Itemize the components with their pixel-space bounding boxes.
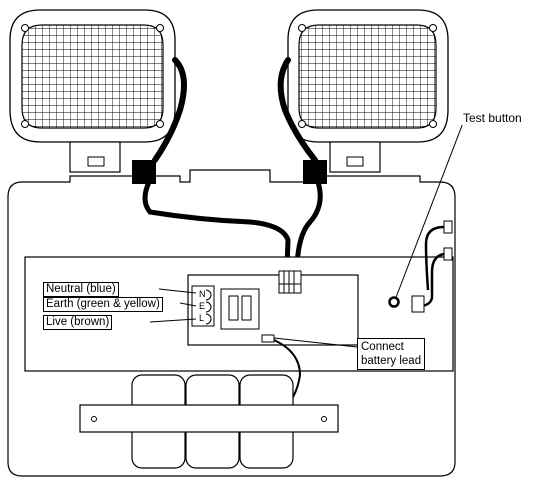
mains-terminal-block bbox=[191, 285, 215, 327]
left-cable-gland bbox=[132, 160, 156, 184]
terminal-letter-e: E bbox=[199, 301, 206, 311]
connect-label-line2: battery lead bbox=[361, 355, 422, 367]
lamp-cables bbox=[142, 57, 323, 271]
control-board bbox=[187, 274, 359, 346]
live-label: Live (brown) bbox=[43, 315, 113, 330]
connect-label-line1: Connect bbox=[361, 341, 404, 353]
earth-label: Earth (green & yellow) bbox=[43, 297, 163, 312]
connect-battery-label: Connect battery lead bbox=[357, 338, 426, 370]
terminal-letter-n: N bbox=[199, 289, 206, 299]
transformer bbox=[220, 288, 260, 330]
battery-lead bbox=[273, 339, 302, 403]
right-lamp-head bbox=[287, 9, 449, 173]
terminal-letter-l: L bbox=[199, 313, 205, 323]
right-cable-gland bbox=[303, 160, 327, 184]
neutral-label: Neutral (blue) bbox=[43, 282, 119, 297]
indicator-wiring bbox=[411, 220, 453, 313]
battery-strap bbox=[79, 404, 339, 433]
left-lamp-head bbox=[9, 9, 176, 173]
battery-connector bbox=[261, 334, 275, 343]
test-button-label: Test button bbox=[461, 111, 524, 125]
test-button bbox=[388, 296, 400, 308]
lamp-connector-block bbox=[278, 270, 302, 294]
